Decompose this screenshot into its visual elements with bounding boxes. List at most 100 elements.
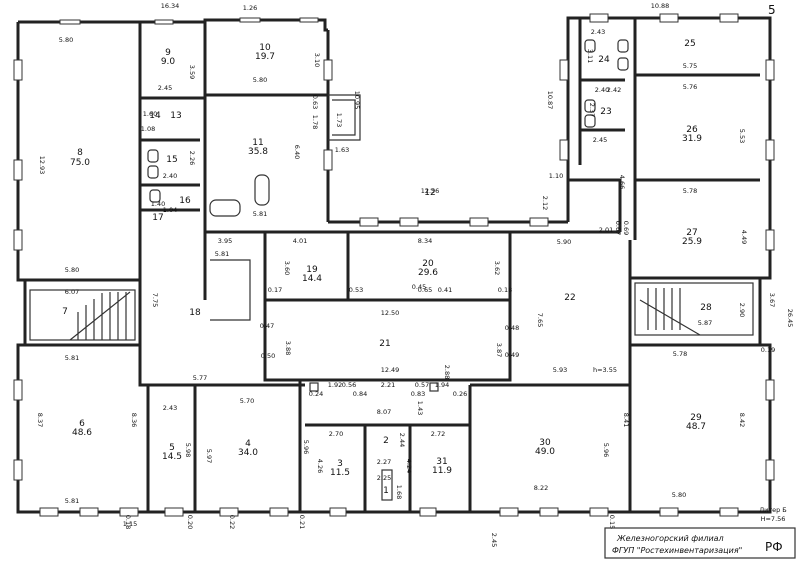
dimension-label: 1.08	[141, 125, 155, 133]
dimension-label: 2.45	[593, 136, 607, 144]
room-29-number: 29	[690, 413, 702, 423]
window	[219, 507, 239, 517]
dimension-label: 3.11	[586, 49, 594, 63]
dimension-label: 2.45	[158, 84, 172, 92]
room-8-number: 8	[77, 148, 83, 158]
window	[119, 507, 139, 517]
room-13-number: 13	[170, 111, 181, 121]
room-4-area: 34.0	[238, 448, 258, 458]
window	[529, 217, 549, 227]
room-30-area: 49.0	[535, 447, 555, 457]
window	[765, 139, 775, 161]
dimension-label: 0.67	[614, 221, 622, 235]
dimension-label: 5.80	[253, 76, 267, 84]
dimension-label: 2.40	[163, 172, 177, 180]
dimension-label: 8.37	[36, 413, 44, 427]
room-10-number: 10	[259, 43, 271, 53]
window	[499, 507, 519, 517]
dimension-label: 3.87	[495, 343, 503, 357]
window	[13, 229, 23, 251]
dimension-label: 5.81	[65, 354, 79, 362]
dimension-label: 8.34	[418, 237, 432, 245]
dimension-label: 1.10	[549, 172, 563, 180]
window	[329, 507, 347, 517]
dimension-label: 1.60	[143, 110, 157, 118]
room-29-area: 48.7	[686, 422, 706, 432]
room-19-area: 14.4	[302, 274, 322, 284]
dimension-label: 2.40	[595, 86, 609, 94]
room-31-number: 31	[436, 457, 447, 467]
dimension-label: 12.93	[38, 156, 46, 175]
dimension-label: 5.90	[557, 238, 571, 246]
dimension-label: 8.36	[130, 413, 138, 427]
dimension-label: 0.22	[228, 515, 236, 529]
dimension-label: 5.96	[602, 443, 610, 457]
dimension-label: 0.20	[186, 515, 194, 529]
window	[164, 507, 184, 517]
dimension-label: 5.70	[240, 397, 254, 405]
dimension-label: 1.73	[335, 113, 343, 127]
dimension-label: 5.78	[673, 350, 687, 358]
dimension-label: 2.43	[163, 404, 177, 412]
dimension-label: 0.18	[498, 286, 512, 294]
dimension-label: 12.56	[421, 187, 440, 195]
dimension-label: 10.87	[546, 91, 554, 110]
room-10-area: 19.7	[255, 52, 275, 62]
dimension-label: 2.21	[381, 381, 395, 389]
dimension-label: 0.18	[124, 515, 132, 529]
window	[13, 59, 23, 81]
height-label: Н=7.56	[761, 515, 786, 523]
dimension-label: 5.80	[59, 36, 73, 44]
room-27-number: 27	[686, 228, 697, 238]
dimension-label: 0.50	[261, 352, 275, 360]
dimension-label: 8.22	[534, 484, 548, 492]
window	[39, 507, 59, 517]
window	[719, 507, 739, 517]
window	[589, 507, 609, 517]
dimension-label: 8.41	[622, 413, 630, 427]
window	[765, 379, 775, 401]
dimension-label: 2.37	[588, 103, 596, 117]
dimension-label: 0.63	[311, 95, 319, 109]
dimension-label: 5.93	[553, 366, 567, 374]
room-17-number: 17	[152, 213, 163, 223]
dimension-label: 0.26	[453, 390, 467, 398]
window	[239, 17, 261, 23]
dimension-label: 5.53	[738, 129, 746, 143]
dimension-label: 3.67	[768, 293, 776, 307]
inner-walls	[25, 18, 760, 512]
dimension-label: 1.94	[435, 381, 449, 389]
dimension-label: 3.95	[218, 237, 232, 245]
dimension-label: 5.76	[683, 83, 697, 91]
outer-walls	[16, 16, 772, 514]
stamp-line-2: ФГУП "Ростехинвентаризация"	[612, 546, 742, 555]
dimension-label: 2.72	[431, 430, 445, 438]
window	[659, 507, 679, 517]
dimension-label: 2.88	[443, 365, 451, 379]
dimension-label: 0.49	[505, 351, 519, 359]
dimension-label: 1.26	[243, 4, 257, 12]
dimension-label: 0.56	[342, 381, 356, 389]
room-6-area: 48.6	[72, 428, 92, 438]
room-11-area: 35.8	[248, 147, 268, 157]
dimension-label: 5.87	[698, 319, 712, 327]
dimension-label: 1.40	[151, 200, 165, 208]
dimension-label: 5.77	[193, 374, 207, 382]
dimension-label: 0.17	[268, 286, 282, 294]
room-26-number: 26	[686, 125, 698, 135]
dimension-label: 3.88	[284, 341, 292, 355]
stair-right	[634, 282, 754, 336]
dimension-label: 5.81	[65, 497, 79, 505]
window	[359, 217, 379, 227]
room-7-number: 7	[62, 307, 68, 317]
dimension-label: 26.45	[786, 309, 794, 328]
dimension-label: 2.12	[541, 196, 549, 210]
room-22-number: 22	[564, 293, 575, 303]
room-11-number: 11	[252, 138, 263, 148]
dimension-label: 5.98	[184, 443, 192, 457]
dimension-label: 0.48	[505, 324, 519, 332]
room-5-area: 14.5	[162, 452, 182, 462]
dimension-label: 5.78	[683, 187, 697, 195]
